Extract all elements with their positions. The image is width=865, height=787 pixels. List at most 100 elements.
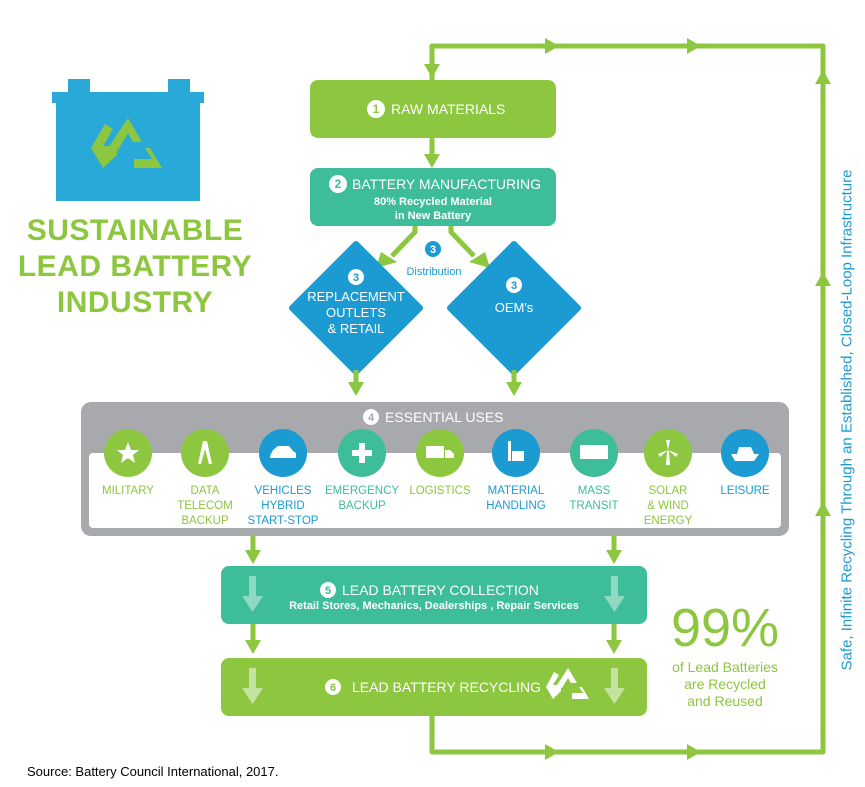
title-line-3: INDUSTRY	[56, 286, 214, 319]
use-label-line: HANDLING	[486, 500, 545, 512]
recycling-label: LEAD BATTERY RECYCLING	[352, 679, 541, 695]
use-icon-circle	[181, 429, 229, 477]
use-item-emergency-backup: EMERGENCY BACKUP	[325, 429, 399, 512]
use-label-line: MILITARY	[102, 485, 154, 497]
loop-arrowheads	[424, 38, 831, 760]
replacement-line-3: & RETAIL	[328, 321, 385, 336]
loop-arrow-right-bottom-2	[687, 744, 701, 760]
distribution-label: Distribution	[406, 266, 461, 278]
use-item-solar-wind-energy: SOLAR & WIND ENERGY	[644, 429, 693, 527]
collection-number: 5	[325, 585, 331, 597]
boat-icon	[731, 447, 759, 461]
use-label-line: VEHICLES	[255, 485, 312, 497]
stat-caption-2: are Recycled	[684, 676, 766, 692]
collection-sub: Retail Stores, Mechanics, Dealerships , …	[289, 600, 579, 612]
star-icon	[117, 442, 139, 463]
replacement-outlets-diamond: 3 REPLACEMENT OUTLETS & RETAIL	[289, 241, 423, 375]
loop-arrow-right-bottom-1	[545, 744, 559, 760]
use-item-logistics: LOGISTICS	[409, 429, 471, 497]
use-label-line: DATA	[191, 485, 220, 497]
recycle-icon-small	[546, 668, 589, 699]
recycle-icon	[91, 118, 162, 168]
loop-arrow-up-2	[815, 272, 831, 286]
essential-uses-label: ESSENTIAL USES	[385, 409, 504, 425]
manufacturing-label: BATTERY MANUFACTURING	[352, 176, 541, 192]
arrowhead-oem-to-uses	[506, 382, 522, 396]
battery-manufacturing-box: 2 BATTERY MANUFACTURING 80% Recycled Mat…	[310, 168, 556, 226]
source-citation: Source: Battery Council International, 2…	[27, 764, 279, 779]
recycling-number: 6	[330, 682, 336, 694]
loop-arrow-down	[424, 64, 440, 78]
use-label-line: START-STOP	[248, 515, 319, 527]
loop-arrow-up-3	[815, 502, 831, 516]
arrow-to-replacement	[390, 226, 418, 258]
loop-arrow-right-top-2	[687, 38, 701, 54]
arrow-to-oem	[448, 226, 476, 258]
use-label-line: BACKUP	[181, 515, 229, 527]
closed-loop-label-wrapper: Safe, Infinite Recycling Through an Esta…	[834, 80, 860, 760]
use-label-line: HYBRID	[261, 500, 304, 512]
raw-materials-number: 1	[373, 102, 380, 116]
arrowhead-uses-to-collection-right	[606, 550, 622, 564]
use-label-line: EMERGENCY	[325, 485, 399, 497]
loop-arrow-up-1	[815, 70, 831, 84]
use-label-line: LEISURE	[720, 485, 770, 497]
use-label-line: & WIND	[647, 500, 689, 512]
use-label-line: BACKUP	[338, 500, 386, 512]
recycling-inner-arrows	[242, 668, 625, 704]
loop-arrow-right-top-1	[545, 38, 559, 54]
closed-loop-line	[429, 43, 826, 755]
raw-materials-label: RAW MATERIALS	[391, 101, 505, 117]
truck-icon	[426, 446, 454, 458]
manufacturing-sub-2: in New Battery	[395, 210, 472, 222]
use-item-military: MILITARY	[102, 429, 154, 497]
arrowhead-replacement-to-uses	[348, 382, 364, 396]
use-items: MILITARY DATA TELECOM BACKUP VEHICLES HYBRID S…	[102, 429, 770, 527]
replacement-number: 3	[353, 272, 359, 284]
use-label-line: LOGISTICS	[409, 485, 471, 497]
tower-icon	[198, 441, 212, 464]
use-item-mass-transit: MASS TRANSIT	[569, 429, 619, 512]
oem-number: 3	[511, 280, 517, 292]
wind-turbine-icon	[658, 440, 678, 465]
essential-uses-number: 4	[368, 412, 375, 424]
manufacturing-sub-1: 80% Recycled Material	[374, 196, 492, 208]
lead-battery-collection-box: 5 LEAD BATTERY COLLECTION Retail Stores,…	[221, 566, 647, 624]
collection-label: LEAD BATTERY COLLECTION	[342, 582, 539, 598]
stat-caption-3: and Reused	[687, 693, 763, 709]
use-label-line: TELECOM	[177, 500, 233, 512]
use-label-line: ENERGY	[644, 515, 693, 527]
collection-inner-arrows	[242, 576, 625, 612]
arrowhead-to-replacement	[376, 252, 397, 268]
arrowhead-uses-to-collection-left	[245, 550, 261, 564]
oem-label: OEM's	[495, 300, 534, 315]
use-item-data-telecom-backup: DATA TELECOM BACKUP	[177, 429, 233, 527]
use-label-line: SOLAR	[649, 485, 688, 497]
raw-materials-box: 1 RAW MATERIALS	[310, 80, 556, 138]
bus-icon	[580, 445, 608, 459]
use-label-line: TRANSIT	[569, 500, 618, 512]
use-item-material-handling: MATERIAL HANDLING	[486, 429, 546, 512]
distribution-number: 3	[430, 244, 436, 256]
cross-icon	[352, 443, 372, 463]
use-item-leisure: LEISURE	[720, 429, 770, 497]
closed-loop-label: Safe, Infinite Recycling Through an Esta…	[838, 169, 856, 671]
use-label-line: MATERIAL	[488, 485, 545, 497]
arrowhead-collection-to-recycling-left	[245, 640, 261, 654]
use-label-line: MASS	[578, 485, 611, 497]
recycled-percentage: 99%	[670, 598, 780, 658]
arrowhead-raw-to-manufacturing	[424, 154, 440, 168]
title-line-1: SUSTAINABLE	[26, 214, 244, 247]
oem-diamond: 3 OEM's	[447, 241, 581, 375]
manufacturing-number: 2	[335, 177, 342, 191]
battery-icon	[52, 79, 204, 201]
stat-caption-1: of Lead Batteries	[672, 659, 778, 675]
distribution-label-group: 3 Distribution	[406, 241, 462, 278]
arrowhead-to-oem	[469, 252, 490, 268]
replacement-line-2: OUTLETS	[326, 305, 386, 320]
arrowhead-collection-to-recycling-right	[606, 640, 622, 654]
car-icon	[270, 446, 296, 458]
use-item-vehicles-hybrid-start-stop: VEHICLES HYBRID START-STOP	[248, 429, 319, 527]
title-line-2: LEAD BATTERY	[17, 250, 253, 283]
